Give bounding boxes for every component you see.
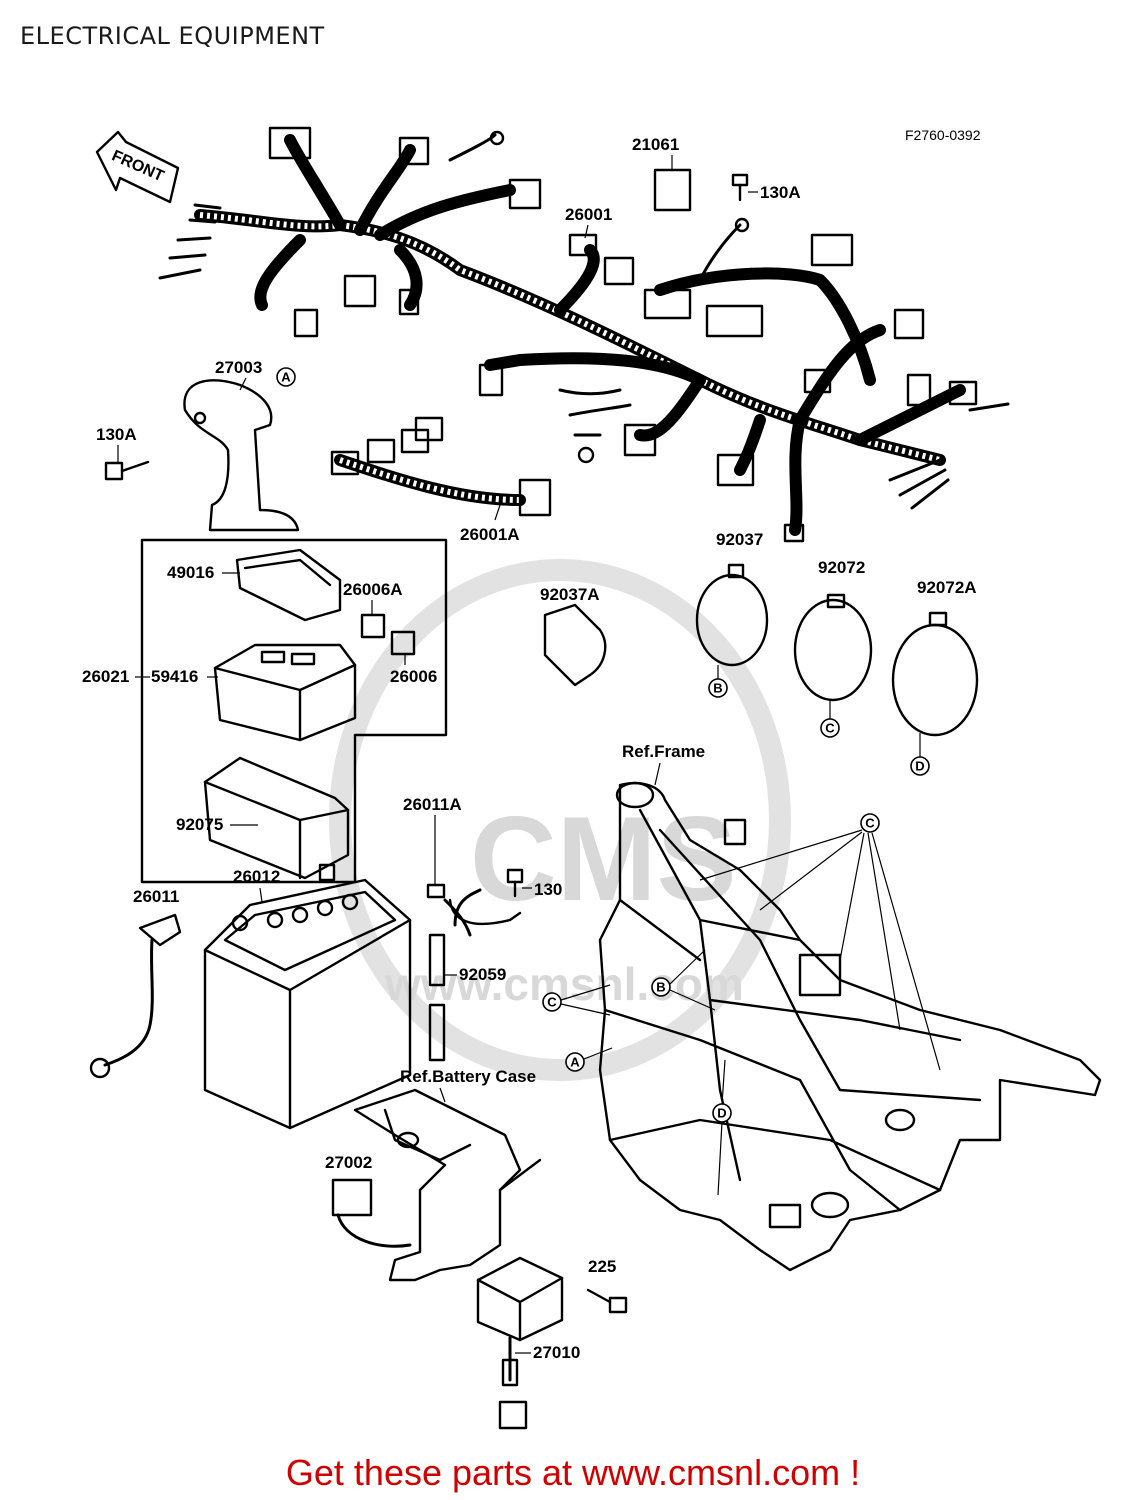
callout-b: B [713,681,722,696]
bolt-130: 130 [506,868,562,899]
label-92059: 92059 [459,965,506,984]
label-26006A: 26006A [343,580,403,599]
regulator-27010: 27010 [476,1256,580,1430]
label-26001A: 26001A [460,525,520,544]
label-27002: 27002 [325,1153,372,1172]
label-130: 130 [534,880,562,899]
callout-a-frame: A [570,1055,580,1070]
label-27003: 27003 [215,358,262,377]
callout-c-left: C [547,995,557,1010]
battery-26012: 26012 [203,863,412,1130]
callout-a: A [281,370,291,385]
frame: Ref.Frame C B C A D [542,742,1102,1272]
bolt-225: 225 [586,1257,628,1314]
label-26011: 26011 [133,887,179,906]
clamp-92072: 92072 C [793,558,873,738]
watermark: CMS www.cmsnl.com [329,559,791,1081]
label-26021: 26021 [82,667,129,686]
label-92075: 92075 [176,815,223,834]
label-26006: 26006 [390,667,437,686]
label-27010: 27010 [533,1343,580,1362]
battery-kit-26021: 49016 26006A 26006 26021 59416 92075 [82,538,448,884]
label-21061: 21061 [632,135,679,154]
label-49016: 49016 [167,563,214,582]
label-26001: 26001 [565,205,612,224]
horn-27003: 27003 A [183,358,300,532]
bolt-130A-top: 130A [731,173,801,202]
label-130A-top: 130A [760,183,801,202]
clamp-92072A: 92072A D [891,578,979,776]
main-wiring-harness [158,126,1010,543]
callout-b-frame: B [656,980,665,995]
watermark-logo: CMS [470,792,737,926]
label-92072: 92072 [818,558,865,577]
label-59416: 59416 [151,667,198,686]
callout-c: C [825,721,835,736]
cable-26011A: 26011A [403,795,522,937]
label-92072A: 92072A [917,578,977,597]
label-225: 225 [588,1257,616,1276]
tube-92059: 92059 [428,933,506,1062]
front-arrow-label: FRONT [109,147,166,185]
label-130A-left: 130A [96,425,137,444]
relay-27002: 27002 [325,1153,412,1248]
label-26011A: 26011A [403,795,462,814]
front-arrow-icon: FRONT [95,130,180,204]
footer-promo-link[interactable]: Get these parts at www.cmsnl.com ! [285,1452,861,1493]
ref-battery-case: Ref.Battery Case [400,1067,536,1086]
label-26012: 26012 [233,867,280,886]
cable-26011: 26011 [89,887,182,1079]
bolt-130A-left: 130A [96,425,150,481]
clamp-92037: 92037 B [695,530,769,698]
callout-d-frame: D [717,1106,726,1121]
ref-frame: Ref.Frame [622,742,705,761]
ground-wire [698,217,750,282]
battery-case-bracket: Ref.Battery Case [353,1067,542,1282]
callout-d: D [915,759,924,774]
label-92037A: 92037A [540,585,600,604]
figure-code: F2760-0392 [905,127,981,143]
relay-21061: 21061 [632,135,692,212]
page-title: ELECTRICAL EQUIPMENT [20,22,325,50]
label-92037: 92037 [716,530,763,549]
pad-92037A: 92037A [540,585,607,687]
callout-c-frame: C [865,816,875,831]
